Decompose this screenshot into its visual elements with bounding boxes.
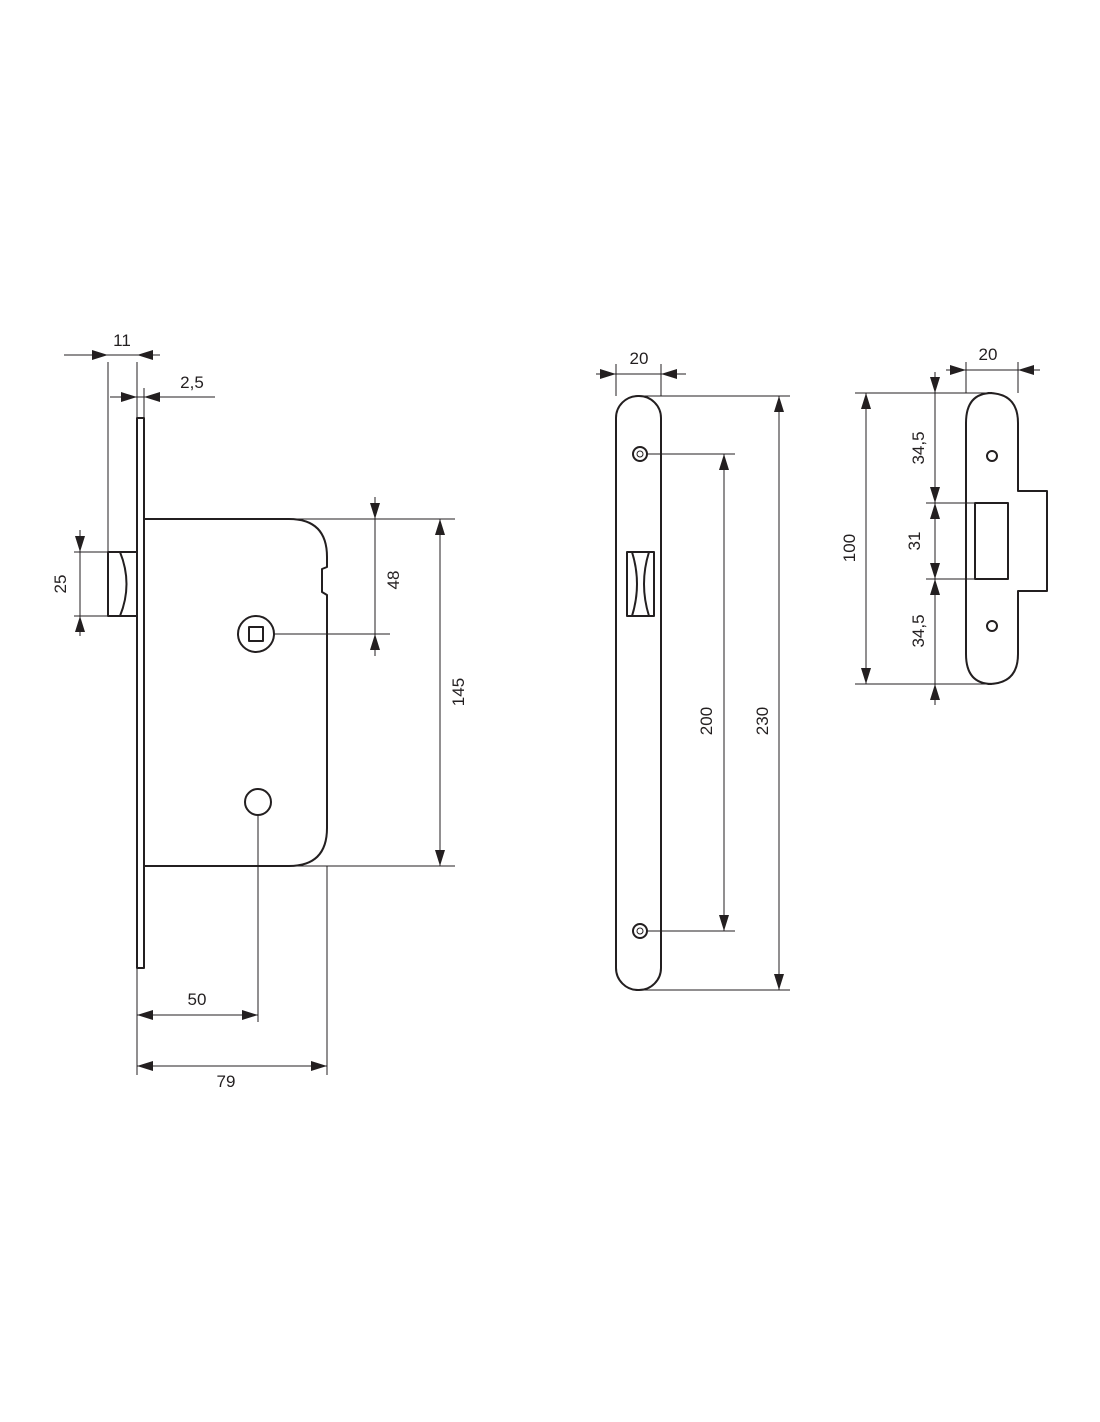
lock-body-view: 11 2,5 25 48 (51, 331, 468, 1091)
dim-label-25: 25 (51, 575, 70, 594)
dim-label-79: 79 (217, 1072, 236, 1091)
dim-faceplate-length: 230 (640, 395, 790, 991)
faceplate-outline (615, 395, 662, 991)
faceplate-screw-inner-top (636, 450, 644, 458)
dim-strike-chain: 34,5 31 34,5 (905, 372, 975, 705)
faceplate-screw-inner-bottom (636, 927, 644, 935)
dim-label-50: 50 (188, 990, 207, 1009)
dim-screw-spacing: 200 (647, 453, 735, 932)
dim-label-31: 31 (905, 532, 924, 551)
dim-label-2-5: 2,5 (180, 373, 204, 392)
dim-backset: 50 (136, 815, 259, 1075)
dim-label-230: 230 (753, 707, 772, 735)
dim-case-depth: 79 (137, 866, 328, 1091)
strike-screw-hole-bottom (986, 620, 998, 632)
dim-case-height: 145 (289, 518, 468, 867)
strike-screw-hole-top (986, 450, 998, 462)
dim-label-11: 11 (113, 331, 131, 350)
faceplate-screw-hole-bottom (632, 923, 648, 939)
faceplate-latch-opening (626, 551, 655, 617)
spindle-square (248, 626, 264, 642)
dim-label-200: 200 (697, 707, 716, 735)
dim-latch-height: 25 (51, 530, 108, 636)
faceplate-view: 20 200 230 (596, 349, 790, 991)
dim-label-34-5-bottom: 34,5 (909, 614, 928, 647)
dim-strike-length: 100 (840, 392, 988, 685)
strike-plate-outline (965, 392, 1048, 685)
faceplate-screw-hole-top (632, 446, 648, 462)
latch-bolt (107, 551, 138, 617)
cylinder-hole (244, 788, 272, 816)
dim-label-100: 100 (840, 534, 859, 562)
dim-faceplate-thickness: 2,5 (110, 373, 215, 418)
dim-label-34-5-top: 34,5 (909, 431, 928, 464)
strike-opening (974, 502, 1009, 580)
dim-label-48: 48 (384, 571, 403, 590)
dim-spindle-from-top: 48 (274, 497, 403, 656)
dim-label-strike-20: 20 (979, 345, 998, 364)
strike-plate-view: 20 100 34,5 31 34,5 (840, 345, 1048, 705)
spindle-hub (237, 615, 275, 653)
dim-label-faceplate-20: 20 (630, 349, 649, 368)
dim-faceplate-offset: 11 (64, 331, 160, 552)
dim-strike-width: 20 (946, 345, 1040, 393)
lock-faceplate-edge (136, 417, 145, 969)
lock-case (144, 518, 328, 867)
dim-label-145: 145 (449, 678, 468, 706)
dim-faceplate-width: 20 (596, 349, 686, 396)
